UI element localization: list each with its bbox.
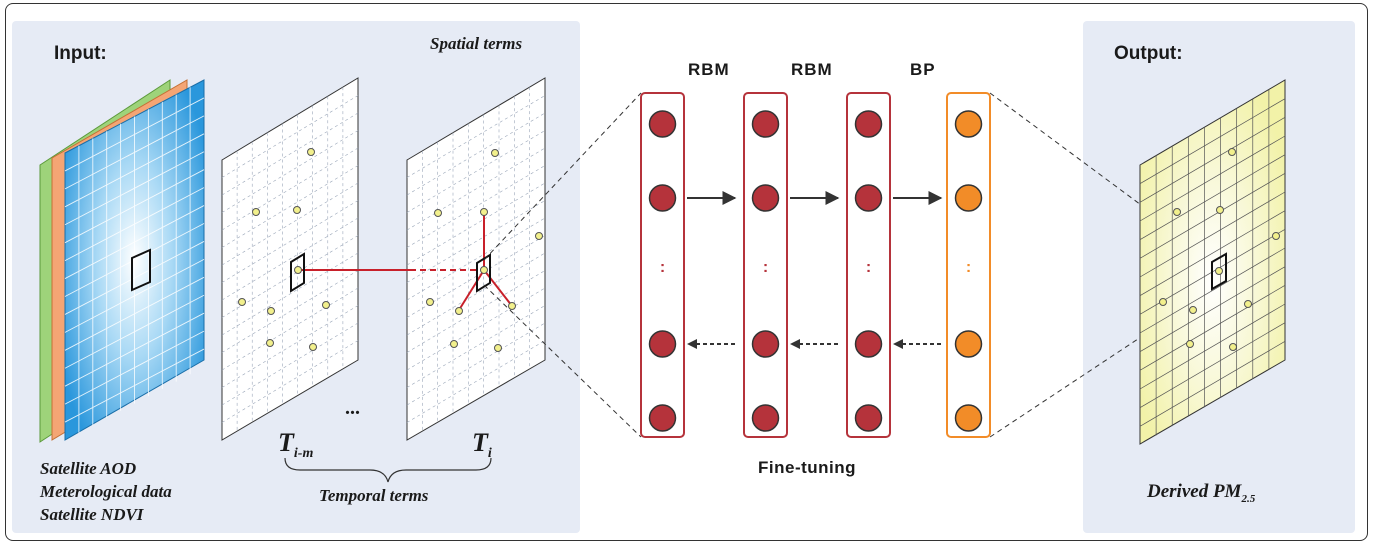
temporal-terms-caption: Temporal terms <box>319 486 429 505</box>
bp-layer: : <box>946 92 991 438</box>
rbm-layer-3-node-1 <box>854 110 883 138</box>
rbm-layer-3-ellipsis: : <box>866 259 871 276</box>
rbm-layer-3: : <box>846 92 891 438</box>
spatiotemporal-links <box>298 212 513 311</box>
spatial-terms-label: Spatial terms <box>430 34 523 53</box>
bp-layer-ellipsis: : <box>966 259 971 276</box>
station-points-current <box>426 149 543 352</box>
output-title: Output: <box>1114 43 1183 64</box>
selected-cell-past <box>290 252 305 293</box>
layer-label-bp: BP <box>910 60 936 79</box>
station-points-past <box>238 148 330 351</box>
rbm-layer-2-node-2 <box>751 184 780 212</box>
rbm-layer-1-ellipsis: : <box>660 259 665 276</box>
bp-layer-node-1 <box>954 110 983 138</box>
temporal-ellipsis: ... <box>345 397 360 419</box>
rbm-layer-1: : <box>640 92 685 438</box>
time-label-current: Ti <box>472 428 492 462</box>
rbm-layer-1-node-1 <box>648 110 677 138</box>
fine-tuning-label: Fine-tuning <box>758 458 857 477</box>
rbm-layer-3-node-2 <box>854 184 883 212</box>
input-layer-aod <box>64 79 205 441</box>
time-label-past: Ti-m <box>278 428 314 462</box>
rbm-layer-1-node-4 <box>648 404 677 432</box>
bp-layer-node-2 <box>954 184 983 212</box>
bp-layer-node-4 <box>954 404 983 432</box>
layer-label-rbm-1: RBM <box>688 60 730 79</box>
input-title: Input: <box>54 43 107 64</box>
bp-layer-node-3 <box>954 330 983 358</box>
output-caption: Derived PM2.5 <box>1147 481 1256 505</box>
rbm-layer-2: : <box>743 92 788 438</box>
rbm-layer-1-node-2 <box>648 184 677 212</box>
input-legend-aod: Satellite AOD <box>40 459 137 478</box>
rbm-layer-2-ellipsis: : <box>763 259 768 276</box>
rbm-layer-2-node-3 <box>751 330 780 358</box>
input-legend-meteorological: Meterological data <box>40 482 172 501</box>
output-grid <box>1139 79 1286 445</box>
rbm-layer-3-node-3 <box>854 330 883 358</box>
rbm-layer-2-node-4 <box>751 404 780 432</box>
backward-arrowheads <box>687 339 903 349</box>
layer-label-rbm-2: RBM <box>791 60 833 79</box>
temporal-brace <box>284 457 492 483</box>
temporal-sheet-past <box>221 77 359 441</box>
temporal-sheet-current <box>406 77 546 441</box>
rbm-layer-3-node-4 <box>854 404 883 432</box>
rbm-layer-2-node-1 <box>751 110 780 138</box>
input-legend-ndvi: Satellite NDVI <box>40 505 144 524</box>
rbm-layer-1-node-3 <box>648 330 677 358</box>
